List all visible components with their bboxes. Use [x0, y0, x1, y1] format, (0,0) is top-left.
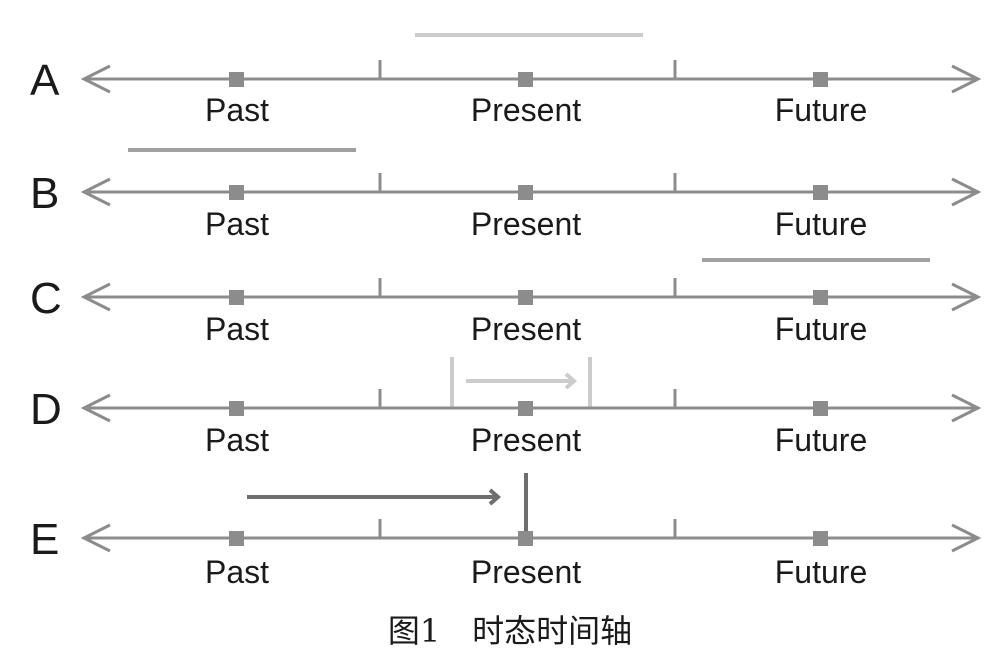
past-marker: [229, 531, 244, 546]
present-label: Present: [471, 554, 581, 590]
right-arrowhead: [951, 523, 982, 553]
future-label: Future: [775, 554, 867, 590]
right-arrowhead: [951, 282, 982, 312]
past-label: Past: [205, 422, 269, 458]
past-marker: [229, 290, 244, 305]
progress-arrowhead: [564, 372, 578, 390]
past-label: Past: [205, 554, 269, 590]
present-label: Present: [471, 311, 581, 347]
present-label: Present: [471, 422, 581, 458]
left-arrowhead: [80, 64, 111, 94]
past-label: Past: [205, 311, 269, 347]
figure-caption: 图1 时态时间轴: [388, 612, 632, 650]
present-label: Present: [471, 92, 581, 128]
timeline-row-c: C Past Present Future: [30, 258, 982, 347]
past-marker: [229, 185, 244, 200]
left-arrowhead: [80, 393, 111, 423]
future-marker: [813, 185, 828, 200]
future-label: Future: [775, 92, 867, 128]
past-label: Past: [205, 92, 269, 128]
left-arrowhead: [80, 177, 111, 207]
row-letter: D: [30, 385, 62, 434]
row-letter: B: [30, 169, 59, 218]
future-label: Future: [775, 422, 867, 458]
future-marker: [813, 531, 828, 546]
right-arrowhead: [951, 393, 982, 423]
left-arrowhead: [80, 523, 111, 553]
present-marker: [518, 290, 533, 305]
past-marker: [229, 72, 244, 87]
timeline-row-e: E Past Present Future: [30, 473, 982, 590]
present-marker: [518, 401, 533, 416]
row-letter: C: [30, 274, 62, 323]
timeline-row-a: A Past Present Future: [30, 33, 982, 128]
past-marker: [229, 401, 244, 416]
progress-arrowhead: [488, 488, 502, 506]
right-arrowhead: [951, 64, 982, 94]
future-marker: [813, 290, 828, 305]
present-marker: [518, 72, 533, 87]
present-marker: [518, 185, 533, 200]
present-label: Present: [471, 206, 581, 242]
past-label: Past: [205, 206, 269, 242]
timeline-row-b: B Past Present Future: [30, 148, 982, 242]
present-marker: [518, 531, 533, 546]
right-arrowhead: [951, 177, 982, 207]
future-marker: [813, 401, 828, 416]
row-letter: E: [30, 515, 59, 564]
future-marker: [813, 72, 828, 87]
row-letter: A: [30, 56, 60, 105]
future-label: Future: [775, 311, 867, 347]
future-label: Future: [775, 206, 867, 242]
left-arrowhead: [80, 282, 111, 312]
timeline-row-d: D Past Present Future: [30, 357, 982, 458]
